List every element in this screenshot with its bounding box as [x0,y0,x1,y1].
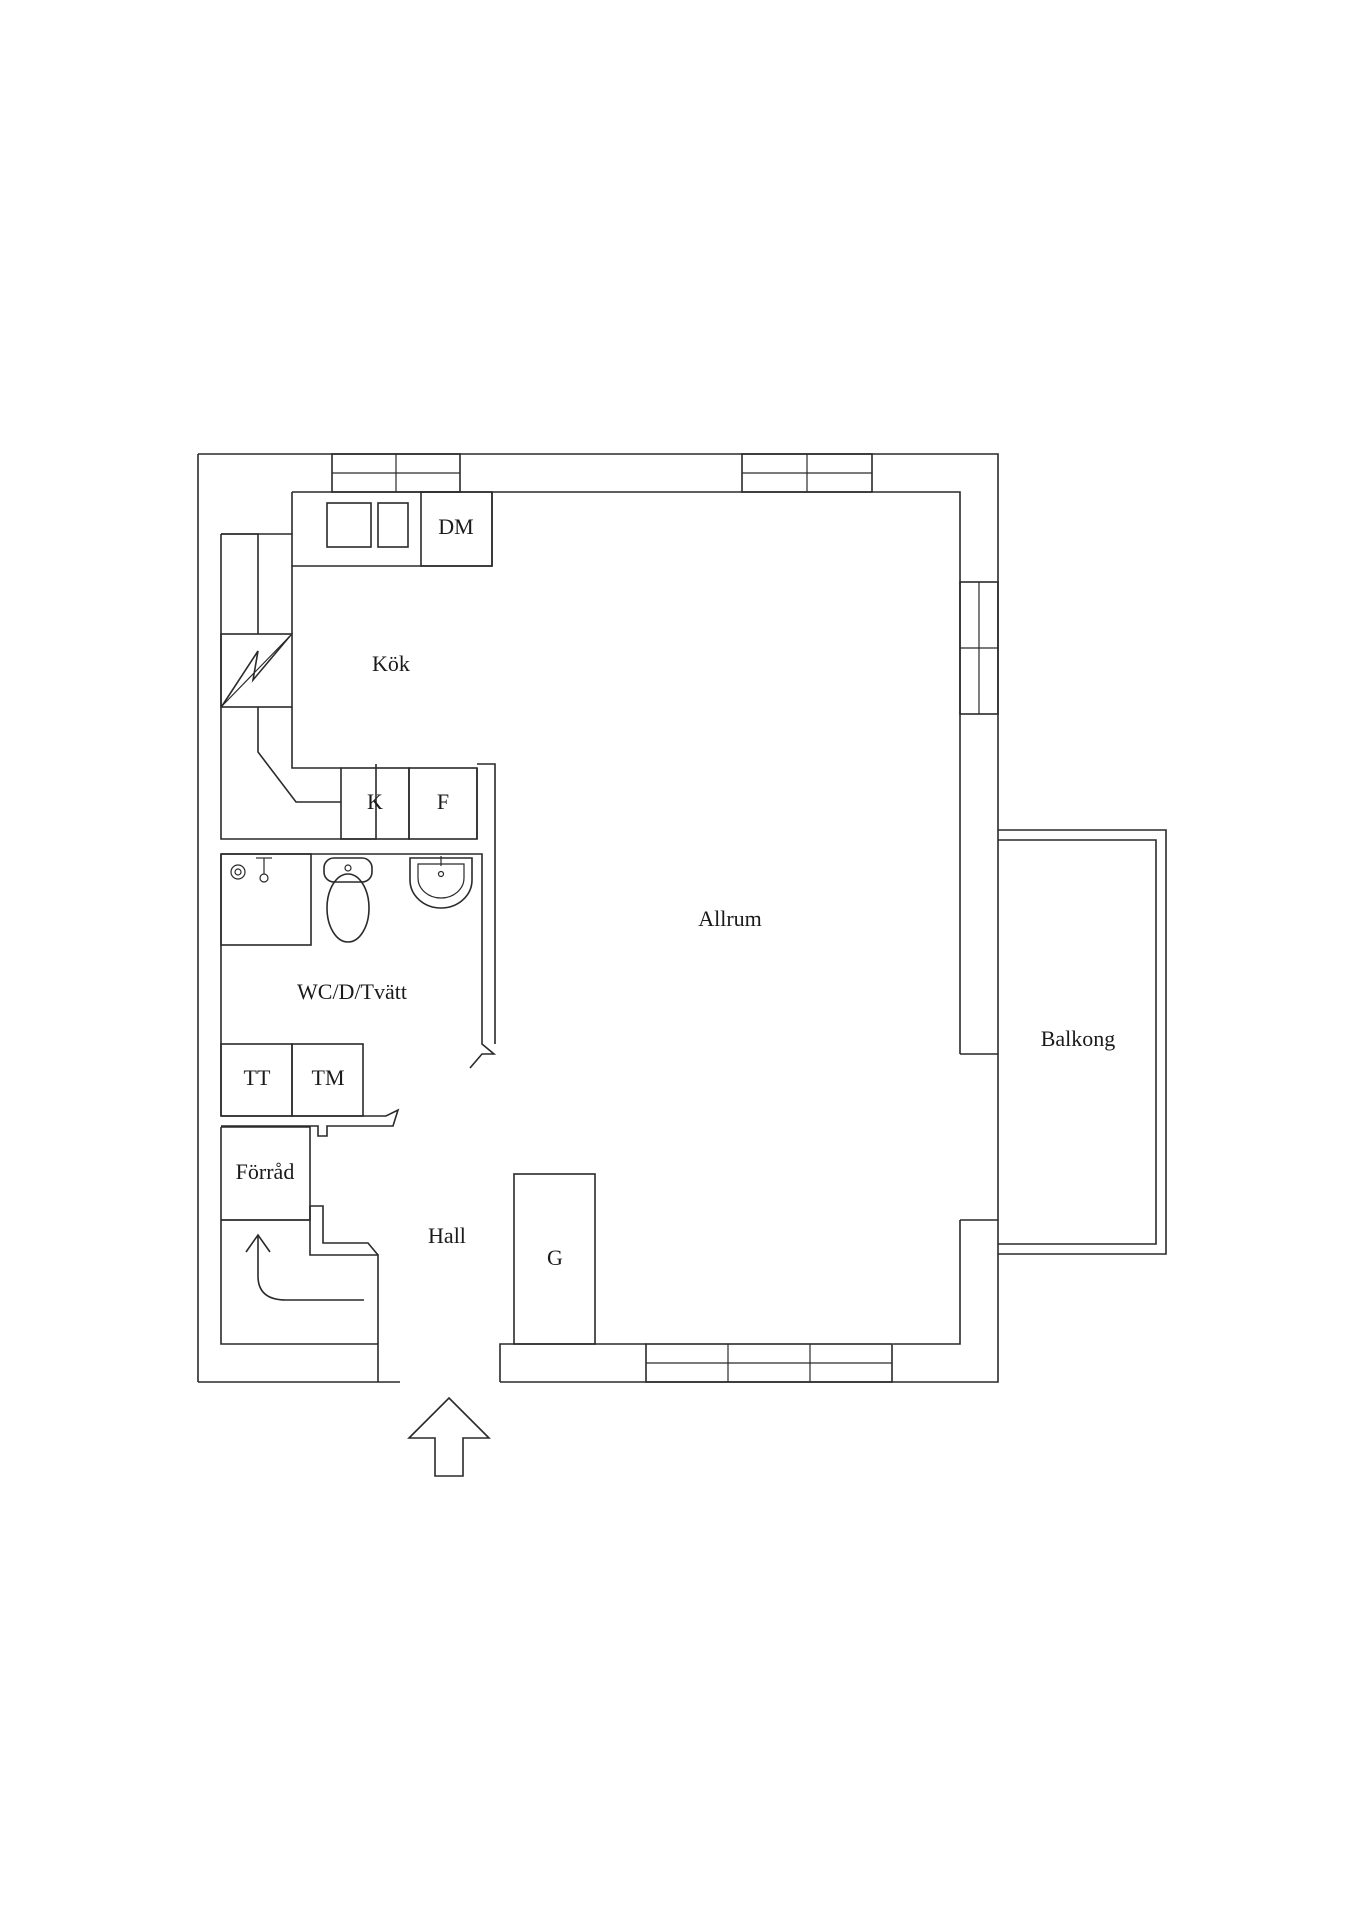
outer-walls [197,453,999,1383]
room-label-balcony: Balkong [1041,1026,1116,1051]
windows [331,453,999,1383]
wardrobe-box [513,1173,596,1345]
chimney-icon [220,633,293,708]
sink-icon [409,856,473,909]
fixture-label-dishwasher: DM [438,514,473,539]
wc-laundry [220,853,497,1137]
entrance-arrow-icon [407,1396,491,1477]
storage-hall [221,1126,596,1345]
fixture-label-fridge: K [367,789,383,814]
fixture-label-washer: TM [312,1065,345,1090]
fixture-label-wardrobe: G [547,1245,563,1270]
room-label-living: Allrum [698,906,762,931]
shower-icon [220,853,312,946]
toilet-icon [323,857,373,943]
fixture-label-freezer: F [437,789,449,814]
fixture-label-dryer: TT [244,1065,271,1090]
stairs-arrow-icon [245,1233,364,1301]
stove-plate-icon [326,502,372,548]
kitchen [220,491,496,1044]
room-label-hall: Hall [428,1223,466,1248]
room-label-storage: Förråd [236,1159,295,1184]
stove-plate-icon [377,502,409,548]
balcony [960,829,1167,1255]
room-label-kitchen: Kök [372,651,410,676]
room-label-wc: WC/D/Tvätt [297,979,407,1004]
dishwasher-box [420,491,493,567]
